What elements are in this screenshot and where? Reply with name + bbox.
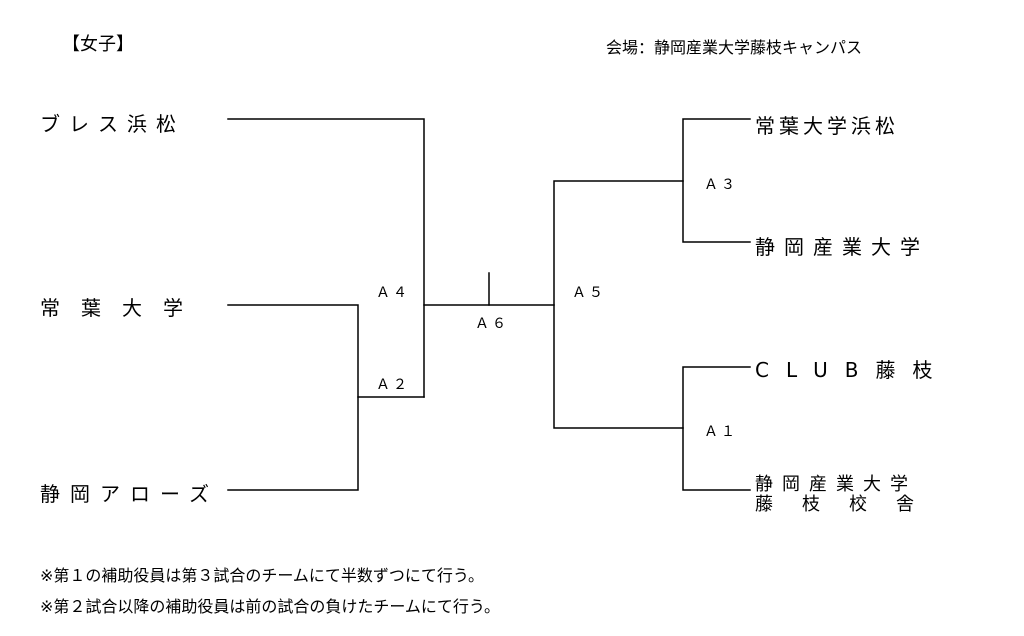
- venue-label: 会場：静岡産業大学藤枝キャンパス: [606, 38, 863, 57]
- match-label-a3: Ａ３: [704, 177, 738, 193]
- line-a3-bracket: [682, 118, 751, 243]
- team-tokoha-hamamatsu: 常葉大学浜松: [755, 114, 899, 138]
- line-a5-vertical: [553, 180, 684, 429]
- match-label-a4: Ａ４: [376, 285, 410, 301]
- note-1: ※第１の補助役員は第３試合のチームにて半数ずつにて行う。: [40, 566, 484, 585]
- team-club-fujieda: CLUB藤枝: [755, 358, 950, 382]
- match-label-a2: Ａ２: [376, 377, 410, 393]
- team-ssu-fujieda-line1: 静岡産業大学: [755, 474, 917, 495]
- page-title: 【女子】: [62, 34, 134, 55]
- note-2: ※第２試合以降の補助役員は前の試合の負けたチームにて行う。: [40, 597, 500, 616]
- match-label-a6: Ａ６: [475, 316, 509, 332]
- line-tokoha-to-a2: [227, 304, 359, 491]
- team-ssu-fujieda-line2: 藤枝校舎: [755, 494, 943, 515]
- team-tokoha-univ: 常葉大学: [40, 296, 204, 320]
- match-label-a1: Ａ１: [704, 424, 738, 440]
- team-shizuoka-arrows: 静岡アローズ: [40, 482, 219, 506]
- line-bure-to-a4: [227, 118, 425, 398]
- team-shizuoka-sangyo: 静岡産業大学: [755, 235, 929, 259]
- line-a1-bracket: [682, 366, 751, 491]
- match-label-a5: Ａ５: [572, 285, 606, 301]
- team-bures-hamamatsu: ブレス浜松: [40, 112, 185, 136]
